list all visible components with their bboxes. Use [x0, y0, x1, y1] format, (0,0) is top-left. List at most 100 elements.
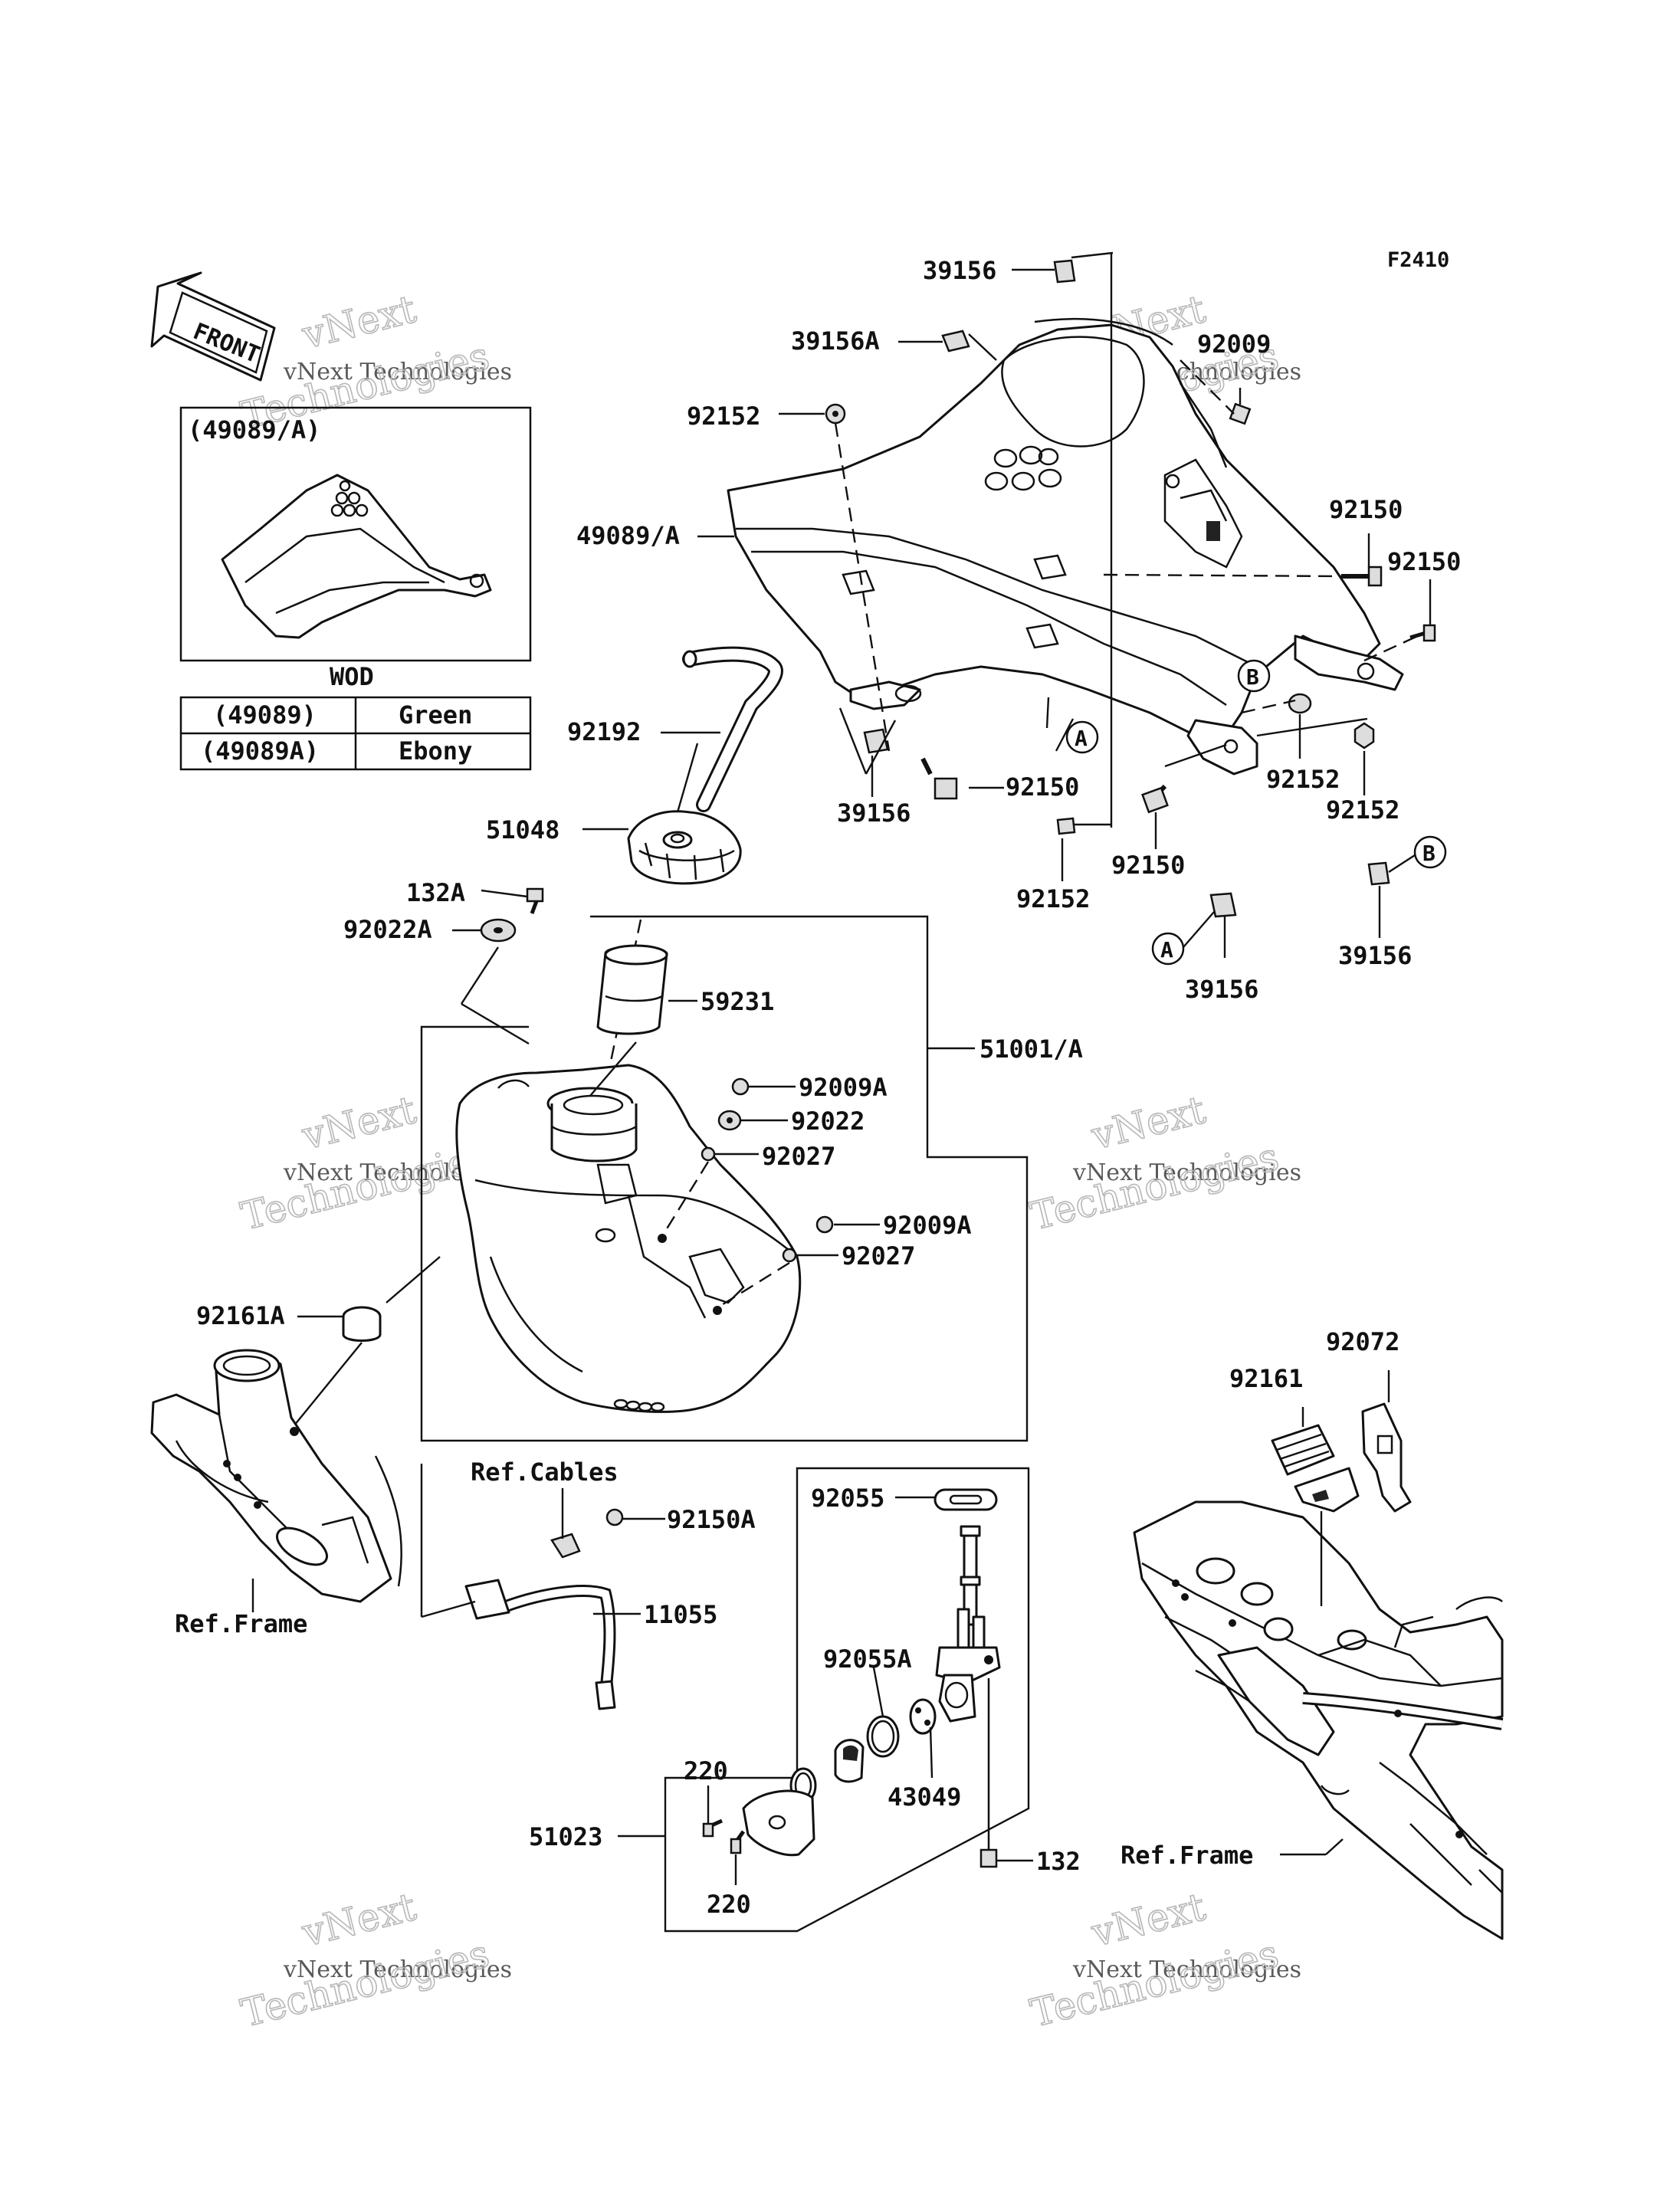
- clip-39156a: [941, 330, 970, 353]
- fuel-tank: [455, 1064, 802, 1413]
- watermark-tech: Technologies: [237, 1134, 494, 1238]
- svg-text:A: A: [1075, 726, 1088, 751]
- plate-43049: [909, 1698, 937, 1735]
- callout-39156a: 39156A: [791, 326, 880, 356]
- svg-text:B: B: [1246, 664, 1259, 690]
- strainer-59231: [596, 944, 668, 1035]
- figure-code: F2410: [1387, 248, 1449, 272]
- watermark-company: vNext Technologies: [1072, 1159, 1301, 1186]
- callout-92150-r2: 92150: [1387, 547, 1461, 576]
- damper-92161a: [342, 1306, 382, 1342]
- callout-92009: 92009: [1197, 330, 1271, 359]
- inset-caption: WOD: [330, 662, 374, 691]
- callout-51048: 51048: [486, 815, 559, 844]
- callout-92027-2: 92027: [842, 1241, 915, 1271]
- inset-shroud-part: [221, 474, 492, 639]
- watermark-tech: Technologies: [237, 1931, 494, 2035]
- washer-92022a: [480, 918, 517, 943]
- marker-a-1: A: [1065, 720, 1099, 754]
- cable-11055: [464, 1579, 616, 1710]
- watermark-tech: Technologies: [1026, 1931, 1283, 2035]
- nut-92027-2: [782, 1248, 797, 1263]
- retainer-92072: [1361, 1402, 1412, 1513]
- callout-92152-top: 92152: [687, 402, 760, 431]
- watermark-vnext: vNext: [297, 1884, 420, 1956]
- watermark-company: vNext Technologies: [283, 1956, 512, 1983]
- callout-92055a: 92055A: [823, 1644, 912, 1674]
- callout-132a: 132A: [406, 878, 465, 907]
- callout-92027-1: 92027: [762, 1142, 835, 1171]
- clamp-92150a: [550, 1508, 624, 1559]
- watermark-bottom-left: vNext vNext Technologies Technologies: [236, 1884, 512, 2036]
- clip-39156-b: [1367, 861, 1390, 886]
- bolt-92150-mid: [920, 757, 958, 800]
- callout-92072: 92072: [1326, 1327, 1399, 1356]
- callout-49089a: 49089/A: [576, 521, 680, 550]
- damper-92161: [1271, 1424, 1360, 1513]
- seal-92055a: [866, 1715, 900, 1758]
- watermark-vnext: vNext: [1087, 1884, 1209, 1956]
- bolt-92150-low: [1141, 784, 1169, 814]
- callout-92152-low: 92152: [1016, 884, 1090, 913]
- callout-92152-r: 92152: [1266, 765, 1340, 794]
- svg-text:B: B: [1422, 841, 1436, 866]
- watermark-bottom-right: vNext vNext Technologies Technologies: [1025, 1884, 1301, 2036]
- callout-92161: 92161: [1229, 1364, 1303, 1393]
- watermark-company: vNext Technologies: [1072, 1956, 1301, 1983]
- callout-92022a: 92022A: [343, 915, 432, 944]
- inset-shroud: (49089/A): [179, 406, 532, 662]
- callout-39156-mid: 39156: [837, 798, 911, 828]
- grommet-92152-rr: [1354, 722, 1375, 749]
- inset-title: (49089/A): [188, 415, 320, 444]
- fuel-cock-valve: [935, 1525, 1001, 1723]
- frame-right: [1133, 1500, 1504, 1940]
- grommet-92152-top: [825, 403, 846, 425]
- grommet-92152-r: [1288, 693, 1312, 714]
- callout-51001a: 51001/A: [979, 1035, 1083, 1064]
- callout-92022: 92022: [791, 1107, 865, 1136]
- callout-59231: 59231: [701, 987, 774, 1016]
- front-arrow-icon: FRONT: [150, 271, 276, 382]
- table-row-part: (49089): [213, 700, 317, 730]
- inset-frame: [179, 406, 532, 662]
- callout-51023: 51023: [529, 1822, 602, 1851]
- callout-ref-cables: Ref.Cables: [471, 1458, 619, 1487]
- callout-92055: 92055: [811, 1484, 884, 1513]
- tank-shroud: [727, 318, 1404, 776]
- callout-220-bot: 220: [707, 1890, 751, 1919]
- lever-plate: [742, 1789, 815, 1857]
- svg-text:A: A: [1160, 937, 1173, 962]
- washer-92022: [717, 1110, 742, 1131]
- nut-92009a-2: [815, 1215, 834, 1234]
- callout-92161a: 92161A: [196, 1301, 285, 1330]
- color-table: (49089) Green (49089A) Ebony: [179, 696, 532, 771]
- callout-92150-low: 92150: [1111, 851, 1185, 880]
- table-row-color: Ebony: [399, 736, 472, 766]
- callout-92009a-2: 92009A: [883, 1211, 972, 1240]
- clip-39156-top: [1053, 259, 1076, 284]
- screw-220-top: [702, 1818, 724, 1838]
- watermark-vnext: vNext: [297, 287, 420, 358]
- callout-ref-frame-right: Ref.Frame: [1121, 1841, 1253, 1870]
- table-row-part: (49089A): [201, 736, 319, 766]
- fuel-cock-box: [664, 1467, 1030, 1933]
- callout-43049: 43049: [888, 1782, 961, 1812]
- callout-220-top: 220: [684, 1756, 728, 1785]
- callout-92150a: 92150A: [667, 1505, 756, 1534]
- marker-b-2: B: [1413, 835, 1447, 869]
- watermark-vnext: vNext: [297, 1087, 420, 1159]
- callout-39156-top: 39156: [923, 256, 996, 285]
- watermark-mid-right: vNext vNext Technologies Technologies: [1025, 1087, 1301, 1239]
- callout-ref-frame-left: Ref.Frame: [175, 1609, 307, 1638]
- vent-hose-92192: [682, 646, 783, 812]
- nut-92009a-1: [731, 1077, 750, 1096]
- callout-92152-rr: 92152: [1326, 795, 1399, 825]
- bolt-132a: [526, 887, 544, 914]
- gasket-92055: [934, 1488, 998, 1511]
- watermark-vnext: vNext: [1087, 1087, 1209, 1159]
- callout-11055: 11055: [644, 1600, 717, 1629]
- grommet-92152-low: [1056, 817, 1076, 835]
- callout-92009a-1: 92009A: [799, 1073, 888, 1102]
